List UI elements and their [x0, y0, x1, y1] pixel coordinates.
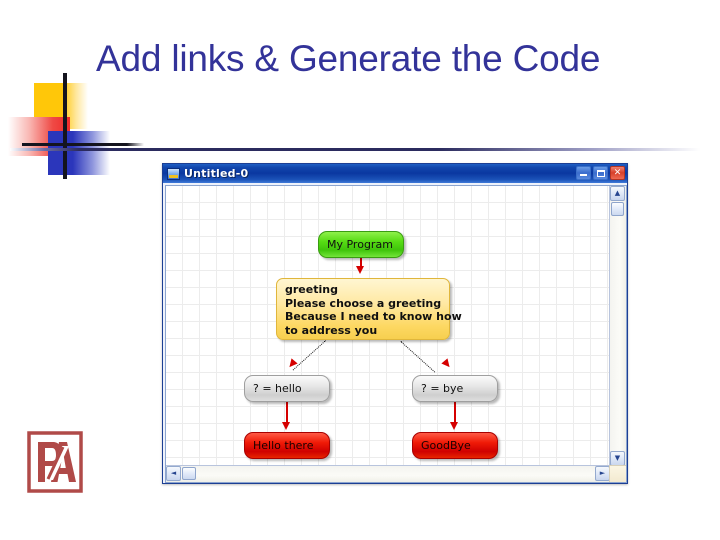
vertical-scrollbar[interactable]: ▲ ▼: [609, 186, 626, 466]
window-buttons[interactable]: ✕: [576, 166, 625, 180]
window-client-area: My Program greeting Please choose a gree…: [165, 185, 627, 483]
flow-node-branch-hello[interactable]: ? = hello: [244, 375, 330, 402]
connector-bye-output-line: [454, 402, 456, 424]
flow-node-output-hello-there[interactable]: Hello there: [244, 432, 330, 459]
decor-horizontal-line: [22, 143, 144, 146]
close-icon[interactable]: ✕: [610, 166, 625, 180]
connector-greeting-bye-line: [400, 341, 436, 373]
connector-greeting-bye-arrow: [441, 358, 453, 370]
app-window[interactable]: Untitled-0 ✕: [162, 163, 628, 484]
decor-blue-square: [48, 131, 110, 175]
app-icon: [167, 167, 180, 180]
scroll-right-icon[interactable]: ►: [595, 466, 610, 481]
flow-node-branch-bye[interactable]: ? = bye: [412, 375, 498, 402]
horizontal-scrollbar[interactable]: ◄ ►: [166, 465, 610, 482]
scroll-left-icon[interactable]: ◄: [166, 466, 181, 481]
scroll-up-icon[interactable]: ▲: [610, 186, 625, 201]
decor-vertical-line: [63, 73, 67, 179]
title-divider: [10, 148, 700, 151]
scroll-down-icon[interactable]: ▼: [610, 451, 625, 466]
minimize-button[interactable]: [576, 166, 591, 180]
connector-program-greeting-line: [360, 258, 362, 268]
window-titlebar[interactable]: Untitled-0 ✕: [163, 164, 627, 183]
vertical-scroll-thumb[interactable]: [611, 202, 624, 216]
flow-node-output-goodbye[interactable]: GoodBye: [412, 432, 498, 459]
pa-logo: [27, 431, 83, 493]
connector-greeting-hello-line: [292, 340, 326, 371]
flow-node-greeting[interactable]: greeting Please choose a greeting Becaus…: [276, 278, 462, 340]
maximize-button[interactable]: [593, 166, 608, 180]
flowchart-canvas[interactable]: My Program greeting Please choose a gree…: [166, 186, 610, 466]
page-title: Add links & Generate the Code: [96, 38, 601, 79]
resize-grip[interactable]: [609, 465, 626, 482]
connector-hello-output-arrow: [282, 422, 290, 430]
connector-hello-output-line: [286, 402, 288, 424]
horizontal-scroll-thumb[interactable]: [182, 467, 196, 480]
connector-program-greeting-arrow: [356, 266, 364, 274]
connector-bye-output-arrow: [450, 422, 458, 430]
window-title: Untitled-0: [184, 167, 249, 180]
flow-node-my-program[interactable]: My Program: [318, 231, 404, 258]
